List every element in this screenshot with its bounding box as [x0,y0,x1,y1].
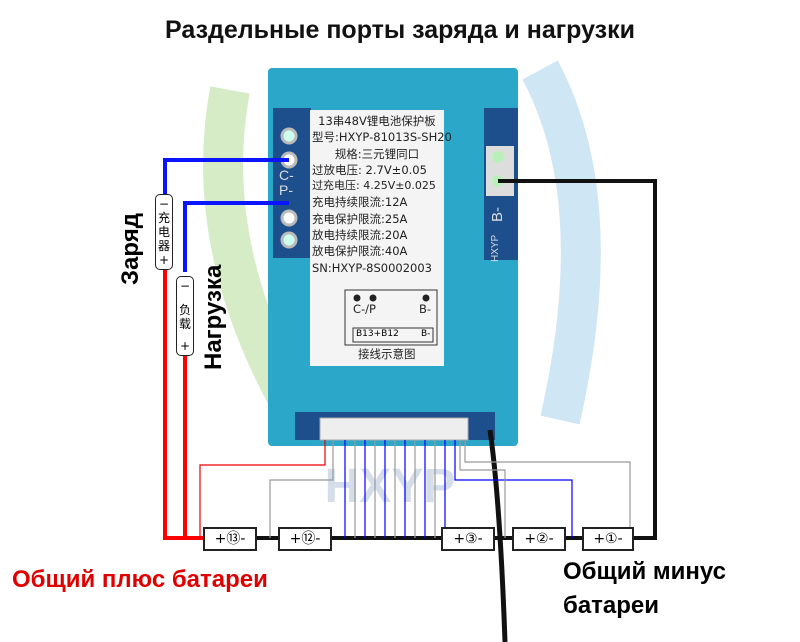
spec-line: 充电保护限流:25A [312,211,408,226]
cell-1: +①- [582,527,634,551]
schematic-bminus: B- [419,302,432,316]
page-title: Раздельные порты заряда и нагрузки [165,16,635,44]
pad-hole [280,127,298,145]
tag-text: 充 [157,211,170,225]
tag-plus: + [179,339,191,353]
spec-line: 13串48V锂电池保护板 [318,114,436,128]
spec-line: 规格:三元锂同口 [334,146,420,161]
tag-text: 电 [157,225,170,239]
label-common-minus-2: батареи [563,592,660,619]
spec-line: 放电持续限流:20A [312,228,408,243]
spec-line: 过充电压: 4.25V±0.025 [312,179,436,193]
cell-13: +⑬- [203,527,257,551]
spec-line: 放电保护限流:40A [312,244,408,259]
tag-text: 负 [178,303,191,317]
tag-minus: − [158,197,170,211]
load-tag: − 负 载 + [176,276,194,356]
spec-line: SN:HXYP-8S0002003 [312,260,432,275]
board-brand: HXYP [490,234,501,262]
cell-3: +③- [441,527,495,551]
label-common-plus: Общий плюс батареи [12,566,268,593]
schematic-bminus2: B- [421,329,431,339]
spec-text: 13串48V锂电池保护板 型号:HXYP-81013S-SH20 规格:三元锂同… [312,113,452,276]
schematic-box [344,289,438,346]
charge-wire-plus [163,268,205,540]
tag-text: 载 [178,317,191,331]
temp-sensor-wire [487,429,508,642]
balance-connector [319,417,469,441]
label-load: Нагрузка [200,264,227,370]
schematic-caption: 接线示意图 [358,347,416,361]
charge-wire-minus [163,158,289,198]
load-wire-minus [183,201,289,272]
watermark: HXYP [325,460,456,513]
spec-line: 充电持续限流:12A [312,195,408,210]
pad-c: C- [279,167,294,183]
charger-tag: − 充 电 器 + [155,194,173,270]
pad-hole [280,209,298,227]
cell-2: +②- [512,527,566,551]
pad-hole [280,231,298,249]
label-common-minus: Общий минус [563,558,727,585]
pad-label-bminus: B- [489,207,506,222]
pad-label-cp: C-P- [279,168,294,198]
balance-wires [199,440,631,538]
label-charge: Заряд [117,213,144,285]
schematic-cp: C-/P [353,302,376,316]
battery-minus-wire [498,179,657,540]
tag-plus: + [158,253,170,267]
pad-hole [492,151,504,163]
tag-text: 器 [157,239,170,253]
tag-minus: − [179,279,191,293]
cell-12: +⑫- [278,527,332,551]
schematic-b13b12: B13+B12 [356,329,399,339]
spec-label [310,110,444,366]
spec-line: 过放电压: 2.7V±0.05 [312,162,427,177]
spec-line: 型号:HXYP-81013S-SH20 [312,130,452,145]
pad-p: P- [279,182,293,198]
background-swoosh-blue [522,60,601,425]
